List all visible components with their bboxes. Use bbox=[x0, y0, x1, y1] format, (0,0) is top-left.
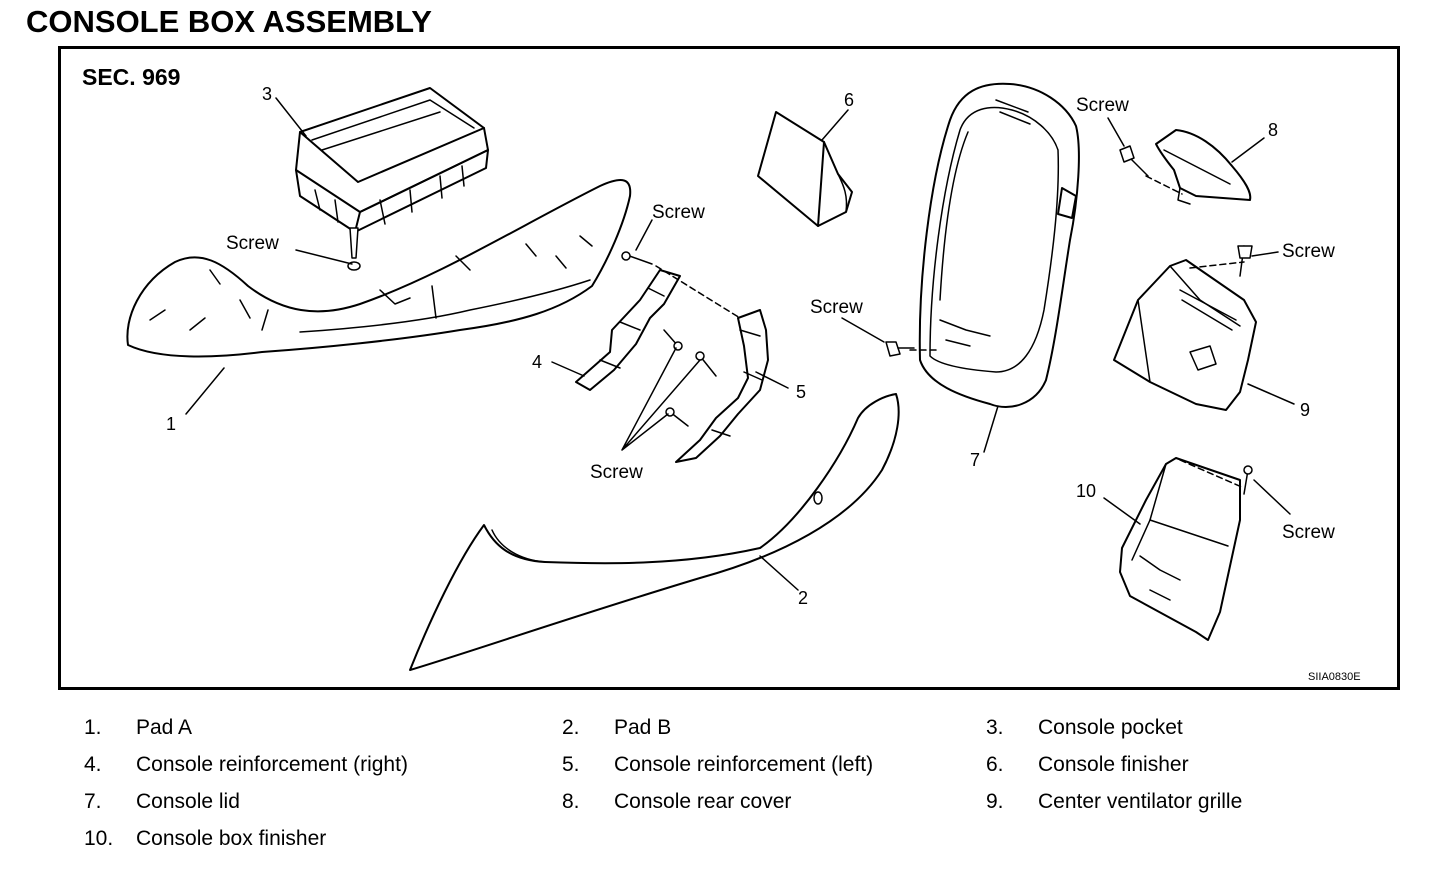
legend-number: 9. bbox=[986, 790, 1004, 813]
callout-5: 5 bbox=[796, 382, 806, 402]
callout-1: 1 bbox=[166, 414, 176, 434]
legend-text: Pad B bbox=[614, 716, 672, 739]
console-finisher-part bbox=[757, 111, 853, 227]
screw-label-reinforcement-bottom: Screw bbox=[590, 462, 643, 483]
diagram-frame bbox=[58, 46, 1400, 690]
exploded-view-diagram: 1 2 3 4 5 6 7 8 9 10 Screw Screw Screw S… bbox=[126, 82, 1335, 671]
callout-2: 2 bbox=[798, 588, 808, 608]
callout-6: 6 bbox=[844, 90, 854, 110]
console-reinforcement-right-part bbox=[575, 269, 681, 391]
legend-number: 10. bbox=[84, 827, 114, 850]
legend-text: Console pocket bbox=[1038, 716, 1183, 739]
parts-legend: 1. Pad A 2. Pad B 3. Console pocket 4. C… bbox=[0, 710, 1456, 870]
console-box-finisher-part bbox=[1119, 457, 1241, 641]
legend-number: 6. bbox=[986, 753, 1004, 776]
legend-number: 1. bbox=[84, 716, 102, 739]
console-lid-part bbox=[918, 82, 1080, 408]
screw-label-box-finisher: Screw bbox=[1282, 522, 1335, 543]
callout-7: 7 bbox=[970, 450, 980, 470]
legend-number: 8. bbox=[562, 790, 580, 813]
screw-label-pocket: Screw bbox=[226, 233, 279, 254]
screw-label-reinforcement-top: Screw bbox=[652, 202, 705, 223]
section-label: SEC. 969 bbox=[82, 64, 181, 90]
callout-3: 3 bbox=[262, 84, 272, 104]
legend-text: Console reinforcement (left) bbox=[614, 753, 874, 776]
screw-fasteners bbox=[347, 145, 1253, 495]
legend-text: Center ventilator grille bbox=[1038, 790, 1243, 813]
legend-text: Pad A bbox=[136, 716, 193, 739]
center-ventilator-grille-part bbox=[1113, 259, 1257, 411]
console-reinforcement-left-part bbox=[675, 309, 769, 463]
callout-9: 9 bbox=[1300, 400, 1310, 420]
figure-id: SIIA0830E bbox=[1308, 671, 1361, 683]
pad-b-part bbox=[409, 393, 900, 671]
legend-text: Console lid bbox=[136, 790, 240, 813]
legend-text: Console reinforcement (right) bbox=[136, 753, 408, 776]
console-rear-cover-part bbox=[1155, 129, 1252, 205]
legend-number: 3. bbox=[986, 716, 1004, 739]
callout-8: 8 bbox=[1268, 120, 1278, 140]
legend-number: 7. bbox=[84, 790, 102, 813]
legend-number: 5. bbox=[562, 753, 580, 776]
legend-text: Console finisher bbox=[1038, 753, 1189, 776]
legend-text: Console box finisher bbox=[136, 827, 327, 850]
pad-a-part bbox=[126, 179, 632, 358]
callout-4: 4 bbox=[532, 352, 542, 372]
screw-label-rear-cover: Screw bbox=[1076, 95, 1129, 116]
leader-lines bbox=[185, 97, 1295, 591]
legend-text: Console rear cover bbox=[614, 790, 792, 813]
callout-10: 10 bbox=[1076, 481, 1096, 501]
console-pocket-part bbox=[295, 87, 489, 233]
screw-label-ventilator: Screw bbox=[1282, 241, 1335, 262]
legend-number: 4. bbox=[84, 753, 102, 776]
legend-number: 2. bbox=[562, 716, 580, 739]
page-title: CONSOLE BOX ASSEMBLY bbox=[26, 4, 432, 39]
screw-label-lid: Screw bbox=[810, 297, 863, 318]
